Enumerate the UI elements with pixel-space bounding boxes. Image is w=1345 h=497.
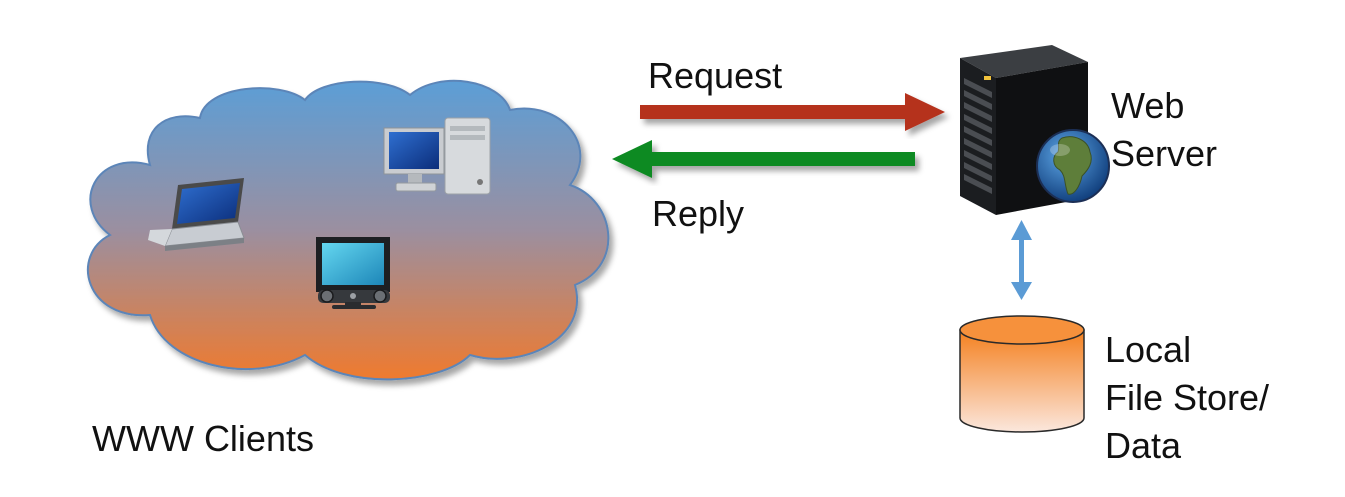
store-label-line1: Local — [1105, 329, 1191, 370]
desktop-computer-icon — [383, 117, 491, 195]
server-label-line2: Server — [1111, 133, 1217, 174]
server-label-line1: Web — [1111, 85, 1184, 126]
clients-label: WWW Clients — [92, 418, 314, 459]
television-icon — [316, 237, 390, 309]
laptop-icon — [148, 178, 245, 251]
globe-icon — [1036, 129, 1110, 203]
store-label-line2: File Store/ — [1105, 377, 1269, 418]
reply-label: Reply — [652, 193, 744, 234]
server-rack-slots — [964, 76, 992, 194]
request-arrow — [640, 93, 945, 131]
store-label-line3: Data — [1105, 425, 1182, 466]
server-store-link-arrow — [1011, 220, 1032, 300]
request-label: Request — [648, 55, 782, 96]
database-cylinder-icon — [959, 315, 1085, 433]
reply-arrow — [612, 140, 915, 178]
